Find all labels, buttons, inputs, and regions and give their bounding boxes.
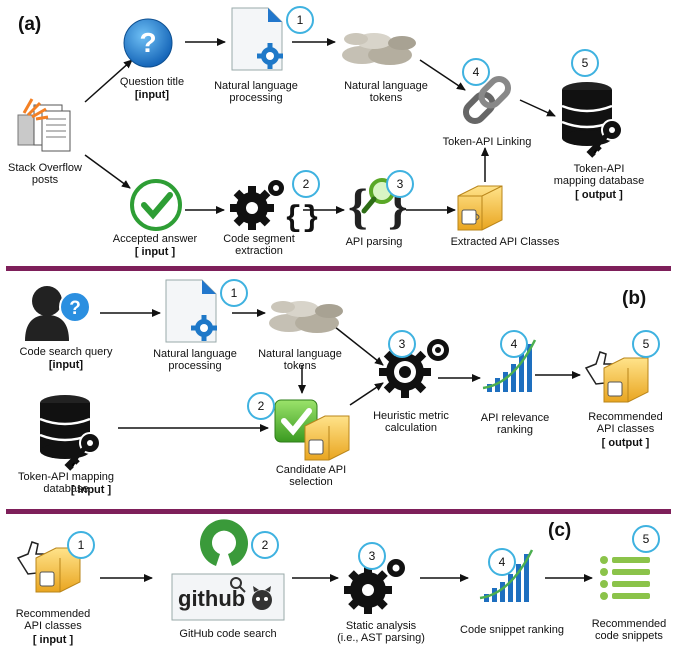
step-badge-a5: 5	[571, 49, 599, 77]
recommended-label-c: Recommended API classes	[15, 608, 91, 632]
static-analysis-gears-icon	[344, 559, 405, 614]
candidate-check-box-icon	[274, 399, 350, 461]
so-posts-label: Stack Overflow posts	[8, 162, 82, 186]
step-badge-b5: 5	[632, 330, 660, 358]
step-badge-a3: 3	[386, 170, 414, 198]
user-question-icon: ?	[25, 286, 91, 341]
step-badge-c5: 5	[632, 525, 660, 553]
mapping-db-label-b: Token-API mapping database	[18, 471, 114, 495]
stack-overflow-posts-icon	[17, 98, 71, 152]
relevance-label: API relevance ranking	[480, 412, 550, 436]
api-class-box-icon	[457, 185, 503, 231]
nlp-label-a: Natural language processing	[214, 80, 298, 104]
recommended-thumb-box-icon	[584, 351, 649, 403]
api-parsing-label: API parsing	[345, 236, 403, 248]
svg-text:?: ?	[139, 27, 156, 58]
mapping-output-label: [ output ]	[575, 189, 623, 201]
github-search-label: GitHub code search	[179, 628, 277, 640]
step-badge-a2: 2	[292, 170, 320, 198]
step-badge-b4: 4	[500, 330, 528, 358]
nlp-label-b: Natural language processing	[153, 348, 237, 372]
search-magnifier-icon	[230, 577, 246, 593]
snippet-list-icon	[600, 556, 650, 600]
document-gear-icon	[165, 279, 217, 343]
step-badge-b3: 3	[388, 330, 416, 358]
panel-divider	[6, 509, 671, 514]
svg-text:?: ?	[69, 298, 81, 319]
step-badge-c1: 1	[67, 531, 95, 559]
step-badge-a1: 1	[286, 6, 314, 34]
github-wordmark: github	[178, 586, 246, 611]
link-chain-icon	[462, 75, 512, 125]
candidate-label: Candidate API selection	[275, 464, 347, 488]
svg-text:{}: {}	[284, 202, 320, 236]
octocat-icon	[252, 586, 272, 610]
recommended-thumb-box-icon	[16, 541, 81, 593]
checkmark-icon	[130, 179, 182, 231]
database-key-icon	[39, 395, 101, 471]
question-input-label: [input]	[134, 89, 170, 101]
ranking-bars-icon	[482, 339, 537, 392]
heuristic-gears-icon	[379, 339, 449, 398]
panel-a-label: (a)	[18, 14, 42, 35]
step-badge-b1: 1	[220, 279, 248, 307]
step-badge-b2: 2	[247, 392, 275, 420]
extracted-classes-label: Extracted API Classes	[450, 236, 560, 248]
svg-text:{: {	[348, 178, 368, 234]
static-analysis-label: Static analysis (i.e., AST parsing)	[337, 620, 425, 644]
heuristic-label: Heuristic metric calculation	[373, 410, 449, 434]
panel-c-label: (c)	[548, 520, 572, 541]
tokens-stones-icon	[269, 301, 343, 333]
panel-a-arrows	[84, 38, 556, 214]
code-gears-icon: {}	[230, 180, 320, 236]
rec-snippets-label: Recommended code snippets	[591, 618, 667, 642]
step-badge-c2: 2	[251, 531, 279, 559]
panel-b-arrows	[100, 309, 581, 432]
linking-label: Token-API Linking	[442, 136, 532, 148]
panel-b-label: (b)	[622, 288, 647, 309]
question-title-label: Question title	[119, 76, 185, 88]
ranking-bars-icon	[479, 549, 534, 602]
accepted-answer-label: Accepted answer	[112, 233, 198, 245]
recommended-output-label: [ output ]	[601, 437, 650, 449]
recommended-input-label: [ input ]	[32, 634, 74, 646]
recommended-label-b: Recommended API classes	[588, 411, 663, 435]
step-badge-c4: 4	[488, 548, 516, 576]
tokens-label-a: Natural language tokens	[344, 80, 428, 104]
mapping-input-label: [ input ]	[70, 484, 112, 496]
mapping-db-label-a: Token-API mapping database	[553, 163, 645, 187]
tokens-stones-icon	[342, 33, 416, 65]
query-label: Code search query	[19, 346, 113, 358]
code-segment-label: Code segment extraction	[223, 233, 295, 257]
query-input-label: [input]	[48, 359, 84, 371]
question-icon: ?	[123, 18, 173, 68]
accepted-input-label: [ input ]	[134, 246, 176, 258]
panel-divider	[6, 266, 671, 271]
snippet-rank-label: Code snippet ranking	[460, 624, 564, 636]
tokens-label-b: Natural language tokens	[258, 348, 342, 372]
step-badge-a4: 4	[462, 58, 490, 86]
database-key-icon	[561, 82, 623, 158]
document-gear-icon	[231, 7, 283, 71]
open-source-logo-icon	[200, 519, 248, 566]
step-badge-c3: 3	[358, 542, 386, 570]
